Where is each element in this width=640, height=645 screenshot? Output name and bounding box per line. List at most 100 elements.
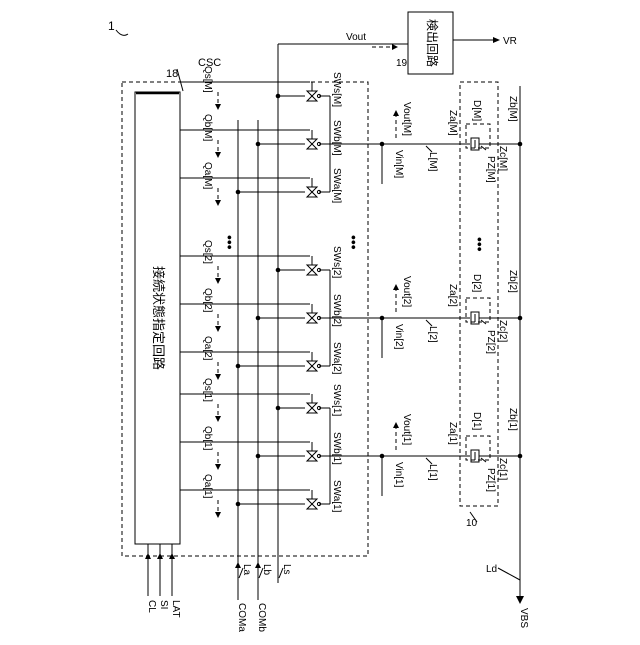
swa-switch: [307, 187, 321, 197]
detection-circuit-title: 検出回路: [425, 19, 440, 67]
junction-dot: [518, 142, 523, 147]
qs-label: Qs[M]: [202, 66, 213, 93]
qa-arrowhead: [215, 200, 221, 206]
swb-switch: [307, 313, 321, 323]
vout-label: Vout[M]: [401, 102, 412, 136]
channel-group-1: Qa[1]Qb[1]Qs[1]SWa[1]SWb[1]SWs[1]Vin[1]V…: [180, 378, 522, 518]
qb-label: Qb[M]: [202, 114, 213, 141]
swb-switch: [307, 451, 321, 461]
za-label: Za[2]: [447, 284, 458, 307]
vout-arrowhead: [393, 422, 399, 428]
sws-label: SWs[2]: [331, 246, 342, 278]
ld-leader: [498, 568, 520, 580]
qb-label: Qb[2]: [202, 288, 213, 313]
qa-label: Qa[M]: [202, 162, 213, 189]
vbs-arrow: [516, 596, 524, 604]
swa-switch: [307, 361, 321, 371]
d-label: D[M]: [471, 100, 482, 121]
control-inputs: CL SI LAT: [145, 544, 181, 618]
qb-arrowhead: [215, 326, 221, 332]
qs-arrowhead: [215, 416, 221, 422]
vout-label: Vout[2]: [401, 276, 412, 307]
channel-group-3: Qa[M]Qb[M]Qs[M]SWa[M]SWb[M]SWs[M]Vin[M]V…: [180, 66, 522, 206]
sws-label: SWs[1]: [331, 384, 342, 416]
zc-label: Zc[M]: [497, 146, 508, 171]
ld-label: Ld: [486, 564, 497, 575]
ellipsis-left: •••: [222, 235, 238, 250]
junction-dot: [256, 454, 261, 459]
l-label: L[M]: [427, 152, 438, 172]
csc-leader: [177, 69, 183, 91]
pz-label: PZ[M]: [485, 156, 496, 183]
vout-label: Vout: [346, 32, 366, 43]
d-label: D[2]: [471, 274, 482, 293]
vin-label: Vin[2]: [393, 324, 404, 350]
vr-label: VR: [503, 36, 517, 47]
qb-arrowhead: [215, 464, 221, 470]
figure-leader: [116, 30, 128, 35]
coma-label: COMa: [236, 603, 247, 632]
junction-dot: [276, 406, 281, 411]
qa-label: Qa[2]: [202, 336, 213, 361]
figure-number: 1: [108, 19, 115, 33]
junction-dot: [276, 94, 281, 99]
za-label: Za[M]: [447, 110, 458, 136]
vin-label: Vin[1]: [393, 462, 404, 488]
swa-label: SWa[M]: [331, 168, 342, 203]
qs-label: Qs[2]: [202, 240, 213, 264]
cl-arrow: [145, 553, 151, 559]
swb-switch: [307, 139, 321, 149]
junction-dot: [256, 142, 261, 147]
channel-groups: Qa[1]Qb[1]Qs[1]SWa[1]SWb[1]SWs[1]Vin[1]V…: [180, 66, 522, 518]
ellipsis-mid: •••: [346, 235, 362, 250]
qs-label: Qs[1]: [202, 378, 213, 402]
pz-label: PZ[1]: [485, 468, 496, 492]
zb-label: Zb[2]: [507, 270, 518, 293]
sws-switch: [307, 91, 321, 101]
qa-arrowhead: [215, 512, 221, 518]
vout-arrowhead: [393, 110, 399, 116]
vout-arrowhead: [393, 284, 399, 290]
qb-arrowhead: [215, 152, 221, 158]
qb-label: Qb[1]: [202, 426, 213, 451]
buses: La Lb Ls COMa COMb: [235, 44, 292, 632]
vout-arrowhead: [392, 44, 398, 50]
qs-arrowhead: [215, 104, 221, 110]
sws-switch: [307, 265, 321, 275]
junction-dot: [236, 364, 241, 369]
sws-switch: [307, 403, 321, 413]
l-label: L[2]: [427, 326, 438, 343]
la-label: La: [241, 564, 252, 576]
cl-label: CL: [146, 600, 157, 613]
junction-dot: [518, 316, 523, 321]
comb-label: COMb: [256, 603, 267, 632]
vbs-label: VBS: [518, 608, 529, 628]
zc-label: Zc[2]: [497, 320, 508, 342]
swb-label: SWb[2]: [331, 294, 342, 327]
swa-switch: [307, 499, 321, 509]
qs-arrowhead: [215, 278, 221, 284]
junction-dot: [236, 190, 241, 195]
swa-label: SWa[2]: [331, 342, 342, 375]
zc-label: Zc[1]: [497, 458, 508, 480]
swb-label: SWb[1]: [331, 432, 342, 465]
sws-label: SWs[M]: [331, 72, 342, 107]
zb-label: Zb[1]: [507, 408, 518, 431]
si-label: SI: [158, 600, 169, 609]
channel-group-2: Qa[2] Qb[2] Qs[2] SWa[2] SWb[2] SWs[2] Vin[2] V…: [180, 240, 522, 380]
lb-label: Lb: [261, 564, 272, 576]
zb-label: Zb[M]: [507, 96, 518, 122]
coma-arrow: [235, 562, 241, 568]
qa-label: Qa[1]: [202, 474, 213, 499]
pz-label: PZ[2]: [485, 330, 496, 354]
l-label: L[1]: [427, 464, 438, 481]
lat-label: LAT: [170, 600, 181, 618]
vr-arrow: [493, 37, 500, 43]
d-label: D[1]: [471, 412, 482, 431]
detection-ref: 19: [396, 58, 408, 69]
ls-label: Ls: [281, 564, 292, 575]
junction-dot: [256, 316, 261, 321]
csc-ref: 18: [166, 68, 178, 80]
